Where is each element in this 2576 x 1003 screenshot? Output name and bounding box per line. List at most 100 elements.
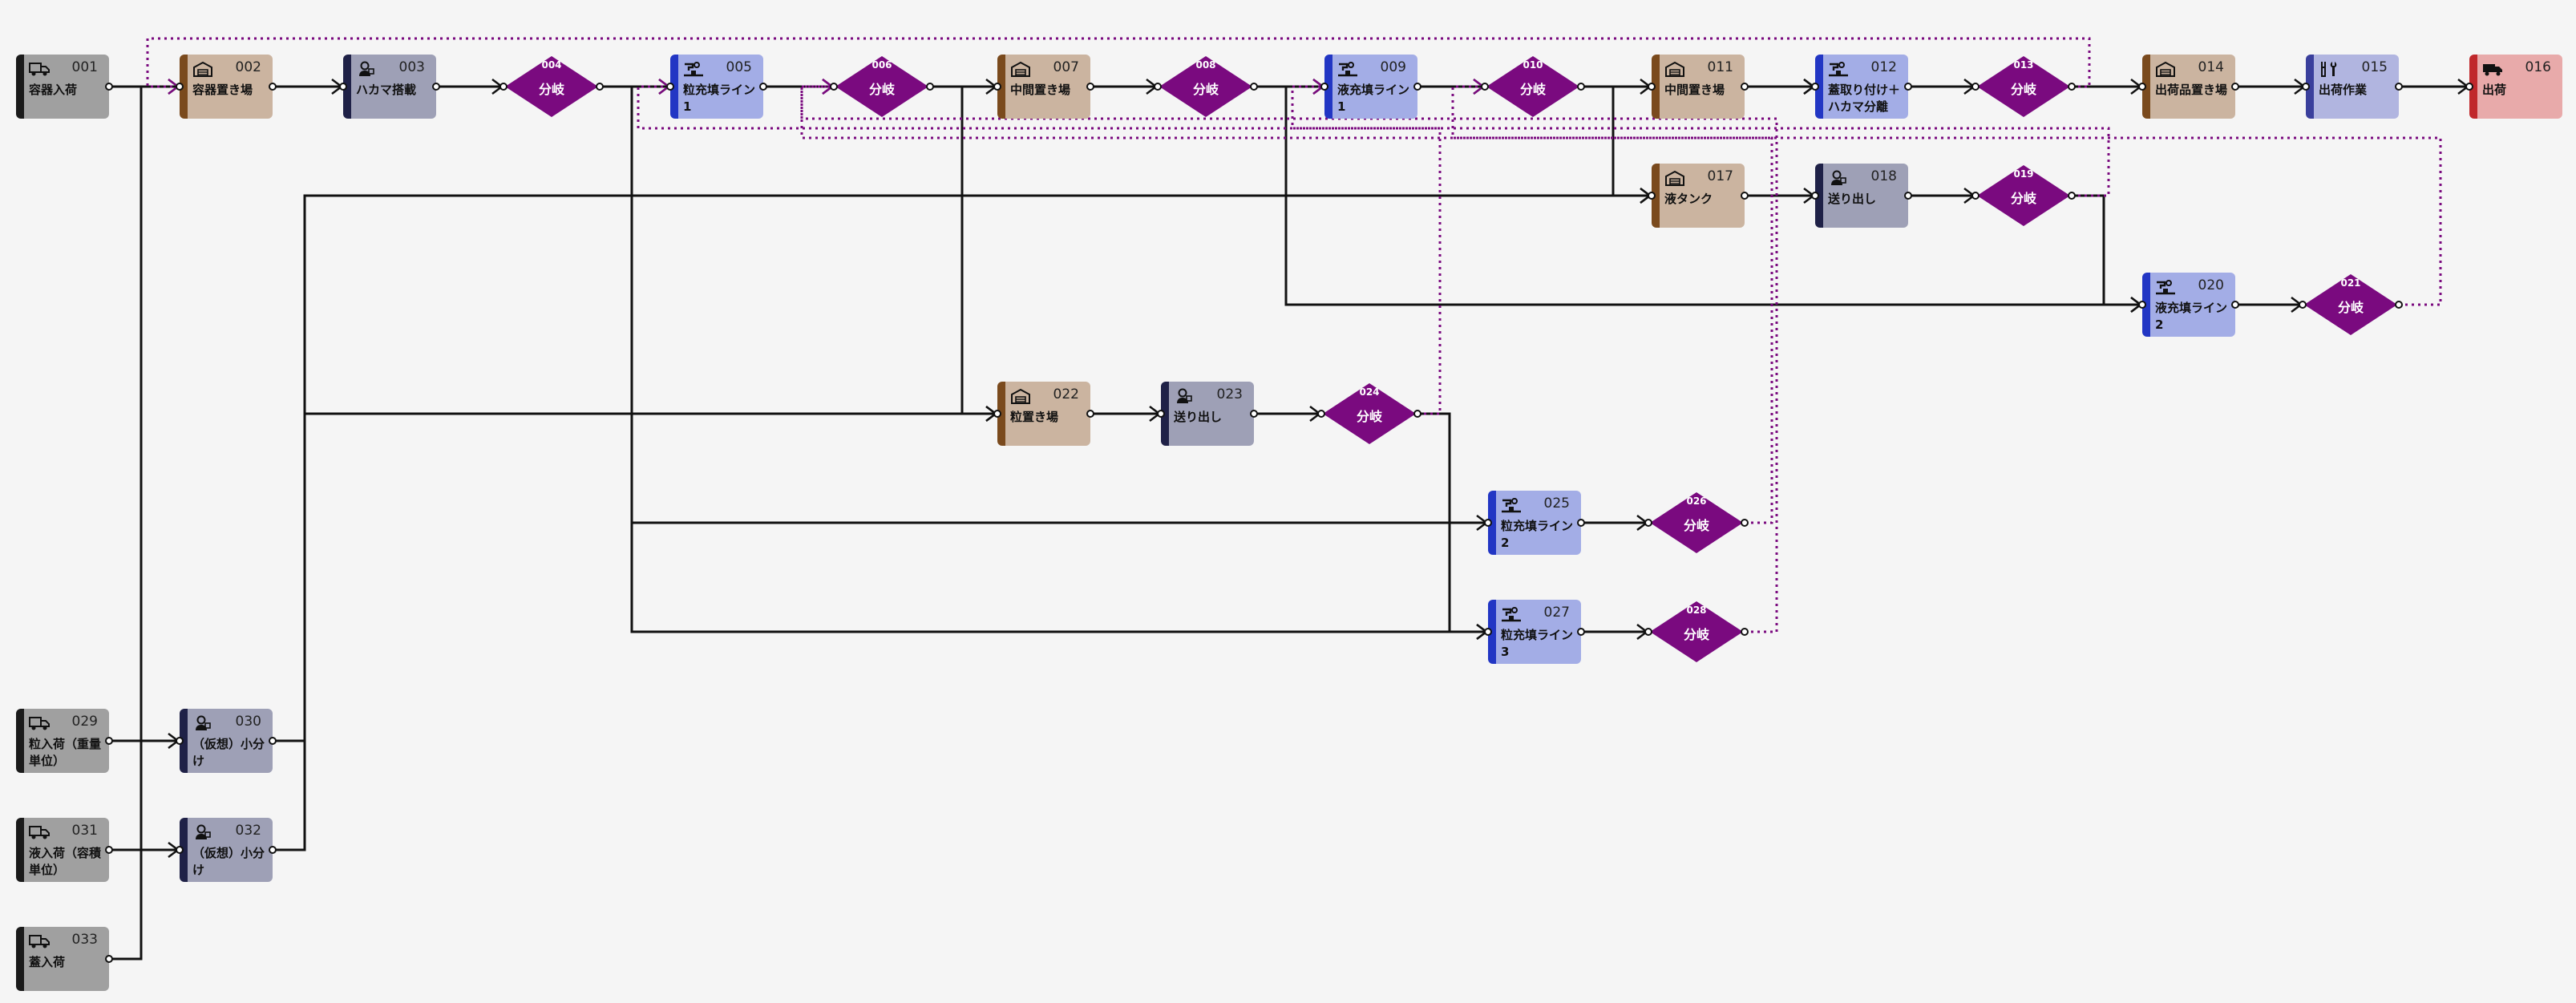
input-port[interactable] <box>993 83 1001 91</box>
input-port[interactable] <box>1484 628 1492 636</box>
input-port[interactable] <box>339 83 347 91</box>
node-label: （仮想）小分け <box>192 737 265 768</box>
output-port[interactable] <box>596 83 604 91</box>
output-port[interactable] <box>105 737 113 745</box>
input-port[interactable] <box>1648 192 1656 200</box>
output-port[interactable] <box>269 737 277 745</box>
output-port[interactable] <box>2231 83 2239 91</box>
input-port[interactable] <box>1971 192 1980 200</box>
output-port[interactable] <box>1413 410 1421 418</box>
output-port[interactable] <box>1577 83 1585 91</box>
input-port[interactable] <box>1811 83 1819 91</box>
input-port[interactable] <box>1484 519 1492 527</box>
input-port[interactable] <box>2138 301 2146 309</box>
output-port[interactable] <box>432 83 440 91</box>
output-port[interactable] <box>1741 83 1749 91</box>
warehouse-icon <box>192 61 213 77</box>
input-port[interactable] <box>2302 83 2310 91</box>
output-port[interactable] <box>2231 301 2239 309</box>
output-port[interactable] <box>2395 301 2403 309</box>
output-port[interactable] <box>1250 410 1258 418</box>
input-port[interactable] <box>2465 83 2473 91</box>
input-port[interactable] <box>1648 83 1656 91</box>
output-port[interactable] <box>1086 410 1094 418</box>
input-port[interactable] <box>993 410 1001 418</box>
output-port[interactable] <box>105 955 113 963</box>
input-port[interactable] <box>499 83 508 91</box>
input-port[interactable] <box>176 83 184 91</box>
input-port[interactable] <box>1971 83 1980 91</box>
output-port[interactable] <box>1577 519 1585 527</box>
gateway-label: 分岐 <box>2010 191 2036 206</box>
input-port[interactable] <box>2299 301 2307 309</box>
output-port[interactable] <box>1413 83 1421 91</box>
output-port[interactable] <box>2068 192 2076 200</box>
node-label: 送り出し <box>1174 410 1223 424</box>
output-port[interactable] <box>269 83 277 91</box>
input-port[interactable] <box>1317 410 1325 418</box>
output-port[interactable] <box>1741 628 1749 636</box>
input-port[interactable] <box>666 83 674 91</box>
truck-icon <box>29 715 50 731</box>
input-port[interactable] <box>830 83 838 91</box>
output-port[interactable] <box>1250 83 1258 91</box>
input-port[interactable] <box>1481 83 1489 91</box>
output-port[interactable] <box>1741 192 1749 200</box>
output-port[interactable] <box>926 83 934 91</box>
output-port[interactable] <box>1741 519 1749 527</box>
output-port[interactable] <box>1086 83 1094 91</box>
output-port[interactable] <box>269 846 277 854</box>
output-port[interactable] <box>2068 83 2076 91</box>
output-port[interactable] <box>1904 192 1912 200</box>
input-port[interactable] <box>1157 410 1165 418</box>
output-port[interactable] <box>1904 83 1912 91</box>
input-port[interactable] <box>2138 83 2146 91</box>
output-port[interactable] <box>1577 628 1585 636</box>
input-port[interactable] <box>1320 83 1328 91</box>
input-port[interactable] <box>176 737 184 745</box>
input-port[interactable] <box>1811 192 1819 200</box>
process-node-032[interactable]: 032（仮想）小分け <box>180 818 273 882</box>
input-port[interactable] <box>1154 83 1162 91</box>
output-port[interactable] <box>105 846 113 854</box>
output-port[interactable] <box>759 83 767 91</box>
input-port[interactable] <box>1644 519 1652 527</box>
input-port[interactable] <box>1644 628 1652 636</box>
output-port[interactable] <box>2395 83 2403 91</box>
edge-004-027 <box>600 85 1488 633</box>
output-port[interactable] <box>105 83 113 91</box>
input-port[interactable] <box>176 846 184 854</box>
process-node-030[interactable]: 030（仮想）小分け <box>180 709 273 773</box>
